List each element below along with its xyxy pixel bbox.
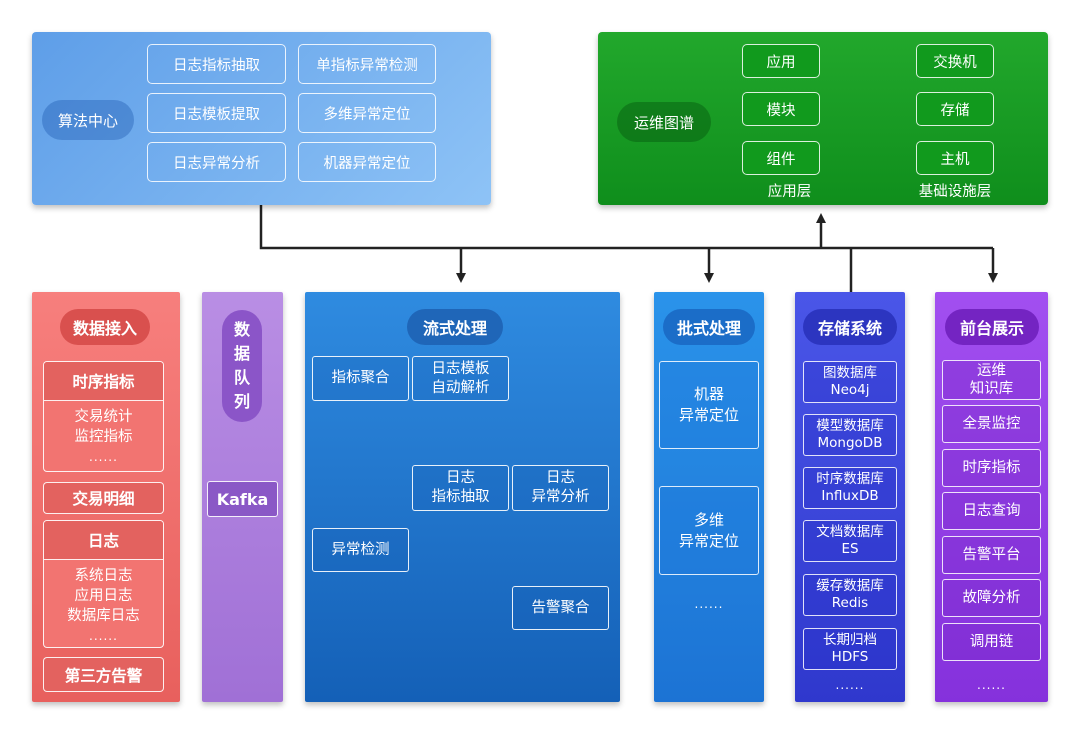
graph-node-switch: 交换机 (916, 44, 994, 78)
frontend-more: ...... (977, 678, 1006, 692)
frontend-log-query: 日志查询 (942, 492, 1041, 530)
anomaly-detection-node: 异常检测 (312, 528, 409, 572)
node-line: 异常分析 (531, 489, 590, 505)
log-item: 系统日志 (74, 568, 133, 584)
storage-system-title: 存储系统 (803, 309, 897, 345)
data-queue-char: 列 (233, 392, 250, 411)
data-ingestion-title: 数据接入 (60, 309, 150, 345)
data-queue-char: 据 (233, 344, 250, 363)
batch-multidim-anomaly-box: 多维 异常定位 (659, 486, 759, 575)
graph-node-storage: 存储 (916, 92, 994, 126)
box-line: ES (841, 541, 859, 557)
batch-machine-anomaly-box: 机器 异常定位 (659, 361, 759, 449)
algo-item-multidim-anomaly-locate: 多维异常定位 (298, 93, 436, 133)
node-line: 日志模板 (431, 360, 490, 377)
box-line: HDFS (831, 649, 869, 665)
log-title: 日志 (44, 521, 163, 560)
box-line: 知识库 (969, 381, 1014, 397)
box-line: 长期归档 (823, 632, 877, 648)
graph-node-host: 主机 (916, 141, 994, 175)
node-line: 日志 (546, 470, 575, 486)
batch-more: ...... (694, 597, 724, 611)
log-box: 日志 系统日志 应用日志 数据库日志 ...... (43, 520, 164, 648)
log-item: 应用日志 (74, 588, 133, 604)
alert-aggregation-node: 告警聚合 (512, 586, 609, 630)
box-line: 多维 (693, 510, 724, 529)
storage-system-column (795, 292, 905, 702)
frontend-display-title: 前台展示 (945, 309, 1039, 345)
box-line: 机器 (693, 385, 724, 403)
box-line: MongoDB (817, 435, 883, 451)
timeseries-title: 时序指标 (44, 362, 163, 401)
frontend-timeseries-metrics: 时序指标 (942, 449, 1041, 487)
graph-node-component: 组件 (742, 141, 820, 175)
timeseries-box: 时序指标 交易统计 监控指标 ...... (43, 361, 164, 472)
box-line: 模型数据库 (816, 418, 884, 434)
batch-processing-title: 批式处理 (663, 309, 755, 345)
box-line: 缓存数据库 (816, 578, 884, 594)
third-party-alert-box: 第三方告警 (43, 657, 164, 692)
algo-item-single-metric-anomaly: 单指标异常检测 (298, 44, 436, 84)
graph-node-module: 模块 (742, 92, 820, 126)
log-anomaly-analysis-node: 日志 异常分析 (512, 465, 609, 511)
frontend-panoramic-monitor: 全景监控 (942, 405, 1041, 443)
storage-more: ...... (835, 678, 865, 692)
data-queue-char: 队 (233, 368, 250, 387)
box-line: 异常定位 (678, 406, 739, 424)
metric-aggregation-node: 指标聚合 (312, 356, 409, 401)
algo-item-log-metric-extract: 日志指标抽取 (147, 44, 286, 84)
data-queue-title: 数 据 队 列 (222, 310, 262, 422)
algorithm-center-panel (32, 32, 491, 205)
frontend-alert-platform: 告警平台 (942, 536, 1041, 574)
log-metric-extract-node: 日志 指标抽取 (412, 465, 509, 511)
node-line: 日志 (446, 470, 475, 486)
box-line: 异常定位 (678, 531, 739, 550)
timeseries-item: 监控指标 (74, 429, 133, 445)
graph-node-application: 应用 (742, 44, 820, 78)
box-line: Redis (831, 595, 869, 611)
algorithm-center-label: 算法中心 (42, 100, 134, 140)
timeseries-item: 交易统计 (74, 409, 133, 425)
app-layer-label: 应用层 (767, 183, 812, 200)
timeseries-more: ...... (89, 450, 118, 464)
stream-processing-column (305, 292, 620, 702)
frontend-call-chain: 调用链 (942, 623, 1041, 661)
frontend-knowledge-base: 运维知识库 (942, 360, 1041, 400)
algo-item-log-anomaly-analysis: 日志异常分析 (147, 142, 286, 182)
box-line: Neo4j (830, 382, 870, 398)
data-queue-char: 数 (233, 320, 250, 339)
algo-item-log-template-extract: 日志模板提取 (147, 93, 286, 133)
algo-item-machine-anomaly-locate: 机器异常定位 (298, 142, 436, 182)
batch-processing-column (654, 292, 764, 702)
ops-graph-label: 运维图谱 (617, 102, 711, 142)
log-more: ...... (89, 629, 118, 643)
log-item: 数据库日志 (67, 608, 140, 624)
trade-detail-box: 交易明细 (43, 482, 164, 514)
box-line: InfluxDB (821, 488, 879, 504)
stream-processing-title: 流式处理 (407, 309, 503, 345)
log-template-parse-node: 日志模板 自动解析 (412, 356, 509, 401)
kafka-box: Kafka (207, 481, 278, 517)
node-line: 指标抽取 (431, 489, 490, 505)
node-line: 自动解析 (431, 379, 490, 396)
box-line: 文档数据库 (816, 524, 884, 540)
frontend-fault-analysis: 故障分析 (942, 579, 1041, 617)
box-line: 时序数据库 (816, 471, 884, 487)
box-line: 运维 (977, 363, 1006, 379)
box-line: 图数据库 (823, 365, 877, 381)
infra-layer-label: 基础设施层 (918, 183, 992, 200)
